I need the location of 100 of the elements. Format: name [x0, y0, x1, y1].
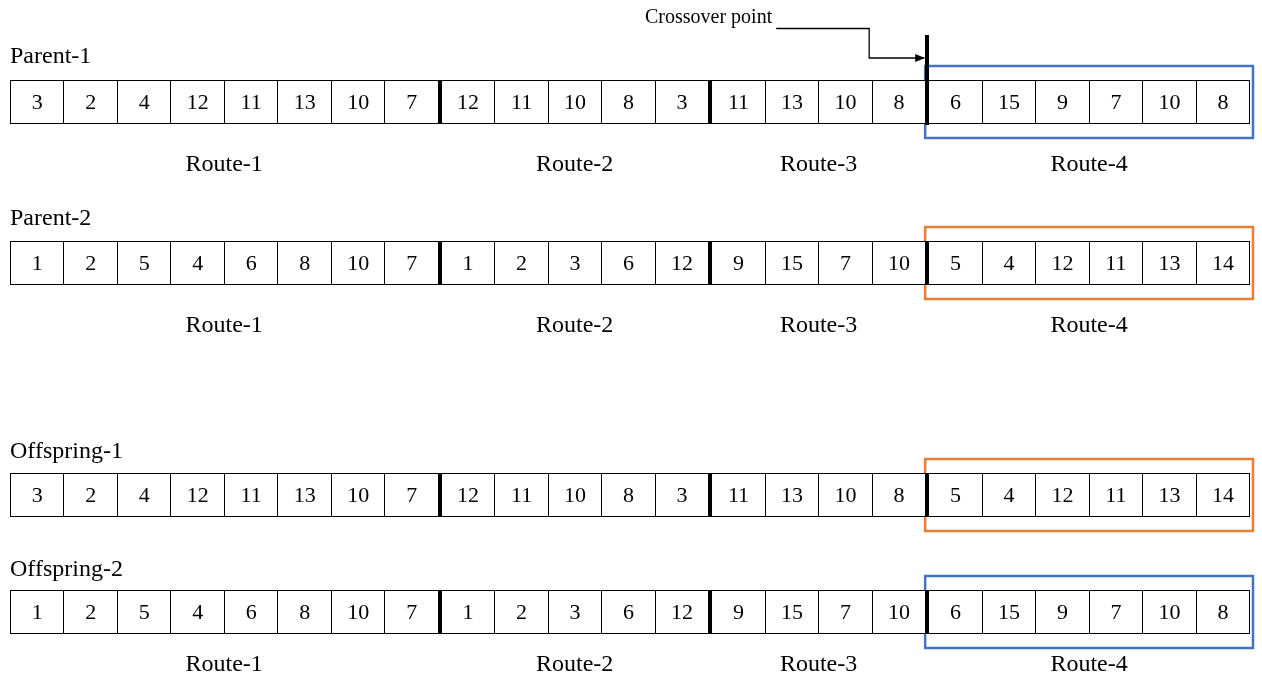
gene-number: 8	[278, 591, 332, 633]
gene-number: 8	[602, 81, 656, 123]
gene-number: 12	[670, 598, 695, 626]
gene-number: 12	[1036, 474, 1090, 516]
gene-number: 7	[1089, 81, 1144, 123]
route-label: Route-2	[536, 311, 614, 338]
gene-number: 3	[675, 481, 689, 509]
gene-number: 8	[602, 474, 656, 516]
gene-number: 8	[1216, 88, 1230, 116]
gene-number: 11	[712, 81, 766, 123]
gene-number: 5	[929, 242, 983, 284]
gene-number: 11	[224, 474, 279, 516]
gene-number: 10	[1143, 81, 1197, 123]
route-label: Route-2	[536, 150, 614, 177]
gene-number: 9	[1036, 591, 1090, 633]
gene-number: 11	[495, 81, 549, 123]
gene-number: 10	[819, 474, 873, 516]
route-label: Route-3	[779, 650, 858, 677]
gene-number: 1	[11, 591, 65, 633]
row-label: Parent-2	[10, 204, 92, 231]
gene-number: 6	[224, 591, 279, 633]
gene-number: 4	[982, 474, 1037, 516]
gene-number: 10	[331, 474, 386, 516]
gene-number: 7	[405, 249, 419, 277]
gene-number: 12	[441, 474, 496, 516]
gene-number: 2	[64, 242, 118, 284]
gene-number: 15	[765, 591, 820, 633]
gene-number: 11	[224, 81, 279, 123]
route-label: Route-1	[185, 150, 263, 177]
gene-number: 9	[712, 591, 766, 633]
gene-number: 15	[982, 81, 1037, 123]
gene-number: 9	[1036, 81, 1090, 123]
gene-number: 10	[819, 81, 873, 123]
crossover-bar	[925, 35, 930, 125]
annotation-text: Crossover point	[645, 5, 773, 28]
gene-number: 12	[670, 249, 695, 277]
gene-number: 7	[405, 598, 419, 626]
gene-number: 10	[1143, 591, 1197, 633]
gene-number: 10	[548, 81, 603, 123]
gene-number: 12	[441, 81, 496, 123]
gene-number: 7	[1089, 591, 1144, 633]
gene-number: 10	[331, 81, 386, 123]
route-label: Route-4	[1050, 311, 1128, 338]
route-label: Route-4	[1050, 650, 1128, 677]
gene-number: 1	[441, 242, 496, 284]
gene-number: 8	[278, 242, 332, 284]
gene-number: 13	[765, 81, 820, 123]
gene-number: 7	[405, 88, 419, 116]
gene-number: 6	[602, 591, 656, 633]
gene-number: 2	[495, 591, 549, 633]
gene-number: 1	[441, 591, 496, 633]
leader-arrow	[775, 27, 926, 62]
gene-number: 10	[331, 591, 386, 633]
gene-number: 11	[495, 474, 549, 516]
gene-number: 9	[712, 242, 766, 284]
gene-number: 7	[819, 591, 873, 633]
gene-number: 4	[982, 242, 1037, 284]
gene-number: 2	[64, 81, 118, 123]
gene-number: 5	[117, 591, 172, 633]
row-label: Parent-1	[10, 42, 92, 69]
gene-number: 5	[117, 242, 172, 284]
route-label: Route-1	[185, 650, 263, 677]
gene-number: 8	[1216, 598, 1230, 626]
gene-number: 5	[929, 474, 983, 516]
gene-number: 7	[819, 242, 873, 284]
gene-number: 11	[1089, 474, 1144, 516]
gene-number: 8	[892, 88, 906, 116]
gene-number: 12	[171, 474, 225, 516]
gene-number: 10	[887, 598, 911, 626]
gene-number: 4	[117, 81, 172, 123]
gene-number: 13	[1143, 474, 1197, 516]
gene-number: 3	[548, 591, 603, 633]
gene-number: 13	[1143, 242, 1197, 284]
gene-number: 13	[278, 474, 332, 516]
route-label: Route-4	[1050, 150, 1128, 177]
gene-number: 6	[602, 242, 656, 284]
gene-number: 1	[11, 242, 65, 284]
gene-number: 15	[982, 591, 1037, 633]
row-label: Offspring-2	[10, 555, 123, 582]
gene-number: 6	[929, 591, 983, 633]
gene-number: 6	[224, 242, 279, 284]
gene-number: 3	[11, 81, 65, 123]
route-label: Route-3	[779, 150, 858, 177]
route-label: Route-3	[779, 311, 858, 338]
gene-number: 8	[892, 481, 906, 509]
gene-number: 10	[548, 474, 603, 516]
gene-number: 14	[1210, 481, 1235, 509]
gene-number: 3	[11, 474, 65, 516]
route-label: Route-1	[185, 311, 263, 338]
gene-number: 4	[171, 242, 225, 284]
gene-number: 10	[331, 242, 386, 284]
gene-number: 2	[495, 242, 549, 284]
gene-number: 14	[1210, 249, 1235, 277]
gene-number: 10	[887, 249, 911, 277]
gene-number: 11	[712, 474, 766, 516]
route-label: Route-2	[536, 650, 614, 677]
gene-number: 2	[64, 591, 118, 633]
row-label: Offspring-1	[10, 437, 123, 464]
gene-number: 4	[171, 591, 225, 633]
gene-number: 15	[765, 242, 820, 284]
